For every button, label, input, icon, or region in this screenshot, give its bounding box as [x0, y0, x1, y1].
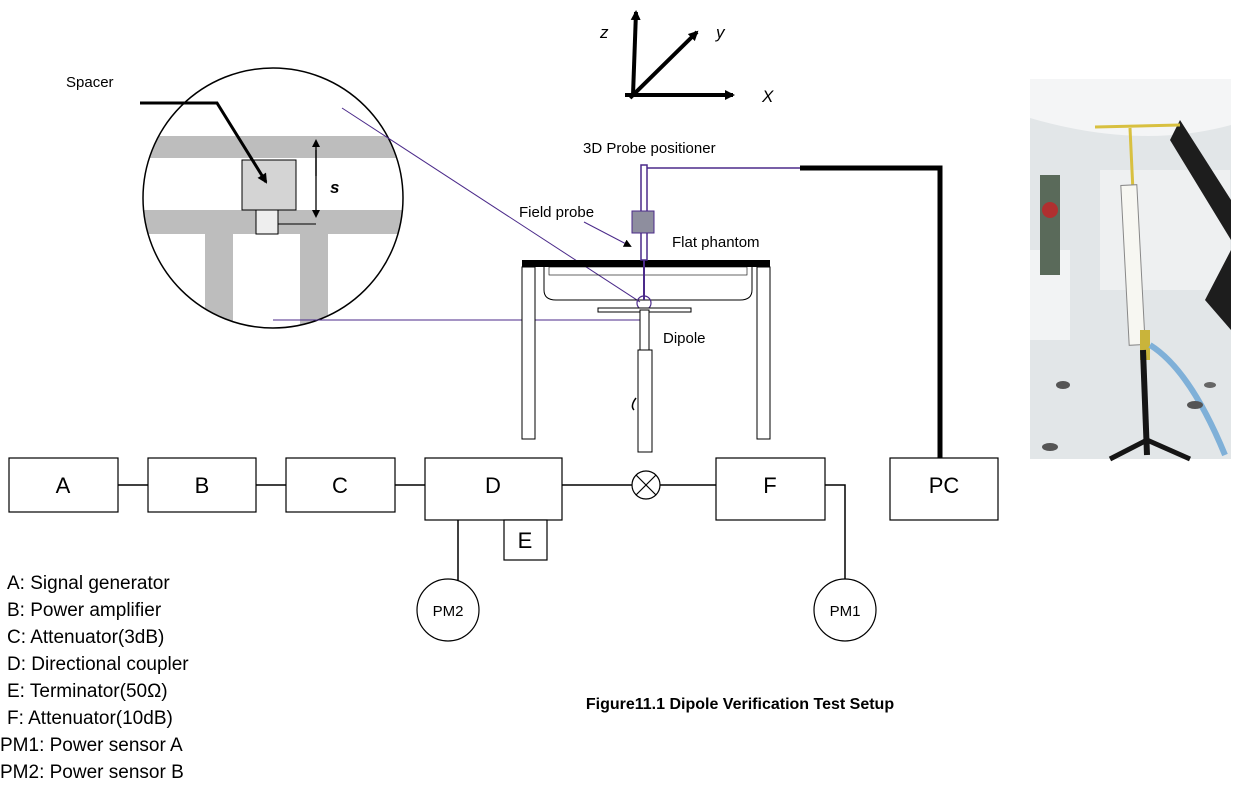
- svg-text:E: E: [518, 528, 533, 553]
- box-a: A: [8, 457, 119, 513]
- table-leg-right: [756, 266, 771, 440]
- zoom-guide-upper: [341, 107, 641, 303]
- field-probe-pointer: [583, 221, 632, 247]
- box-e: E: [503, 519, 548, 561]
- dipole-stand: [637, 349, 653, 453]
- power-meter-pm2: PM2: [416, 578, 480, 642]
- signal-chain-wires: [118, 484, 846, 582]
- svg-text:PM2: PM2: [433, 603, 464, 620]
- spacer-label: Spacer: [66, 74, 114, 91]
- legend-item-f: F: Attenuator(10dB): [7, 708, 173, 729]
- probe-assembly: 3D Probe positioner Field probe Flat pha…: [519, 140, 800, 311]
- box-pc: PC: [889, 457, 999, 521]
- setup-photo: [1030, 79, 1231, 462]
- svg-text:F: F: [763, 473, 776, 498]
- svg-text:B: B: [195, 473, 210, 498]
- phantom-table: [521, 260, 771, 440]
- spacer-tip: [255, 209, 279, 235]
- dipole-balun: [639, 309, 650, 351]
- flat-phantom-label: Flat phantom: [672, 234, 760, 251]
- box-c: C: [285, 457, 396, 513]
- legend-item-c: C: Attenuator(3dB): [7, 627, 164, 648]
- svg-text:C: C: [332, 473, 348, 498]
- phantom-basin: [543, 267, 753, 301]
- svg-text:D: D: [485, 473, 501, 498]
- connector-symbol: [631, 470, 661, 500]
- svg-text:A: A: [56, 473, 71, 498]
- coordinate-axes: z y X: [599, 10, 774, 106]
- spacer-detail-circle: s Spacer: [66, 67, 404, 329]
- svg-text:PM1: PM1: [830, 603, 861, 620]
- flat-phantom-top: [522, 260, 770, 267]
- legend-item-pm2: PM2: Power sensor B: [0, 762, 184, 783]
- positioner-to-pc-cable: [800, 165, 943, 458]
- legend-item-a: A: Signal generator: [7, 573, 170, 594]
- spacer-pointer-arrow: [140, 101, 268, 184]
- dipole-label: Dipole: [663, 330, 706, 347]
- legend-item-b: B: Power amplifier: [7, 600, 162, 621]
- y-axis-arrow: [628, 30, 699, 100]
- figure-caption: Figure11.1 Dipole Verification Test Setu…: [586, 696, 894, 713]
- dipole: Dipole: [597, 307, 706, 453]
- x-axis-label: X: [761, 87, 774, 106]
- power-meter-pm1: PM1: [813, 578, 877, 642]
- box-d: D: [424, 457, 563, 521]
- box-b: B: [147, 457, 257, 513]
- svg-text:PC: PC: [929, 473, 960, 498]
- legend-item-d: D: Directional coupler: [7, 654, 189, 675]
- box-f: F: [715, 457, 826, 521]
- spacer-block: [241, 159, 297, 211]
- legend-item-e: E: Terminator(50Ω): [7, 681, 168, 702]
- field-probe-body: [631, 210, 655, 234]
- y-axis-label: y: [715, 23, 726, 42]
- positioner-label: 3D Probe positioner: [583, 140, 716, 157]
- table-leg-left: [521, 266, 536, 440]
- z-axis-arrow: [630, 10, 641, 96]
- legend-item-pm1: PM1: Power sensor A: [0, 735, 183, 756]
- z-axis-label: z: [599, 23, 609, 42]
- field-probe-label: Field probe: [519, 204, 594, 221]
- legend: A: Signal generator B: Power amplifier C…: [0, 573, 189, 783]
- zoom-circle-outline: [142, 67, 404, 329]
- s-label: s: [330, 178, 339, 197]
